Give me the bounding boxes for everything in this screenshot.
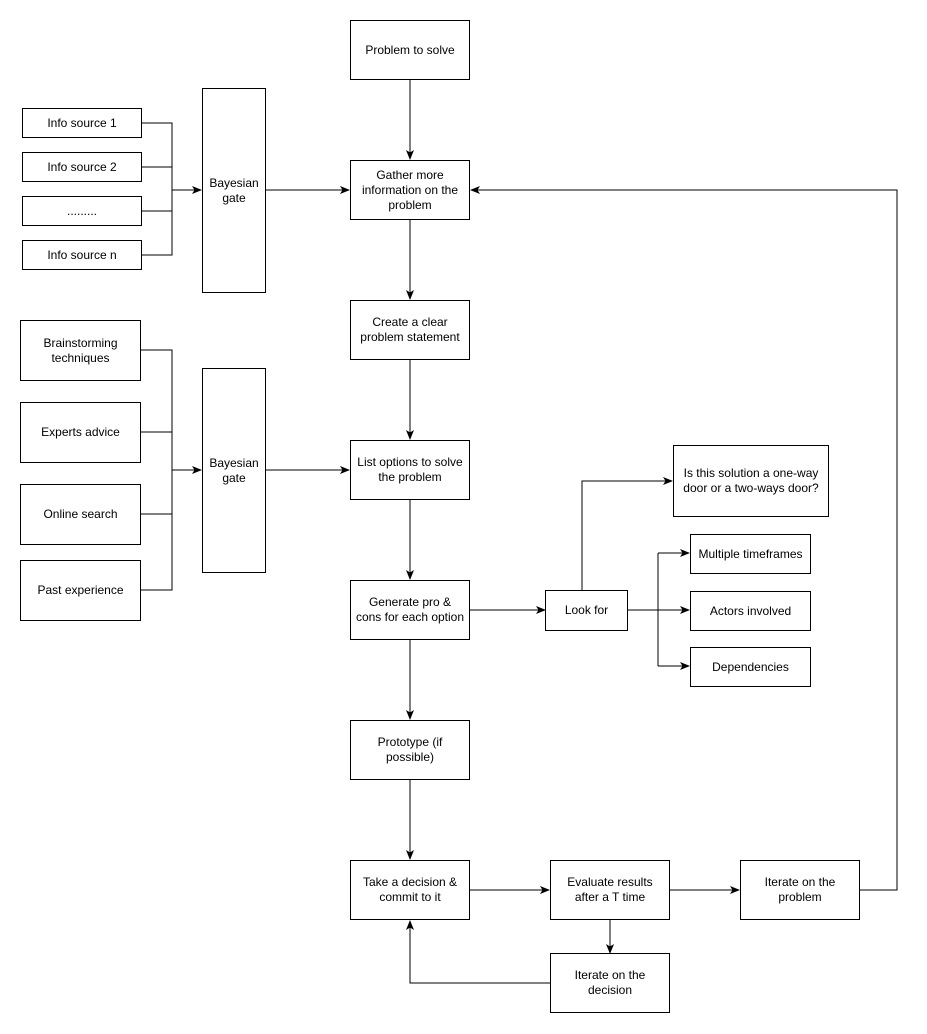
node-iterate-problem: Iterate on the problem <box>740 860 860 920</box>
node-info1-label: Info source 1 <box>47 115 117 130</box>
node-evaluate-label: Evaluate results after a T time <box>567 875 653 904</box>
edge-ideas-bracket <box>140 349 173 591</box>
node-bayesian-gate-2: Bayesian gate <box>202 368 266 573</box>
edge-lookfor-oneway <box>581 477 673 590</box>
node-online-search: Online search <box>20 484 141 545</box>
node-lookfor-label: Look for <box>564 603 609 617</box>
node-experts-advice: Experts advice <box>20 402 141 463</box>
node-brainstorming: Brainstorming techniques <box>20 320 141 381</box>
node-one-way-door: Is this solution a one-way door or a two… <box>673 445 829 517</box>
node-iterate-problem-label: Iterate on the problem <box>764 875 836 904</box>
node-iterate-decision: Iterate on the decision <box>550 953 670 1013</box>
node-prototype: Prototype (if possible) <box>350 720 470 780</box>
node-info-source-1: Info source 1 <box>22 108 142 138</box>
node-oneway-label: Is this solution a one-way door or a two… <box>683 466 819 495</box>
node-procons-label: Generate pro & cons for each option <box>355 595 465 624</box>
node-dependencies-label: Dependencies <box>712 659 789 674</box>
node-iterate-decision-label: Iterate on the decision <box>574 968 646 997</box>
node-info-source-dots: ......... <box>22 196 142 226</box>
node-list-options: List options to solve the problem <box>350 440 470 500</box>
node-options-label: List options to solve the problem <box>357 455 463 484</box>
node-statement-label: Create a clear problem statement <box>360 315 460 344</box>
edge-info-bracket <box>142 122 173 256</box>
node-timeframes-label: Multiple timeframes <box>698 546 803 561</box>
node-evaluate-results: Evaluate results after a T time <box>550 860 670 920</box>
node-take-decision: Take a decision & commit to it <box>350 860 470 920</box>
node-pro-cons: Generate pro & cons for each option <box>350 580 470 640</box>
node-online-label: Online search <box>43 507 118 521</box>
node-gate1-label: Bayesian gate <box>209 175 259 205</box>
node-actors-involved: Actors involved <box>690 591 811 631</box>
node-problem: Problem to solve <box>350 20 470 80</box>
node-problem-label: Problem to solve <box>365 42 455 57</box>
node-problem-statement: Create a clear problem statement <box>350 300 470 360</box>
node-brainstorm-label: Brainstorming techniques <box>43 335 118 365</box>
node-decision-label: Take a decision & commit to it <box>362 875 458 904</box>
node-info2-label: Info source 2 <box>47 159 117 174</box>
node-look-for: Look for <box>545 590 628 631</box>
node-dependencies: Dependencies <box>690 647 811 687</box>
edge-iterate-problem-back <box>470 186 898 891</box>
node-gather-information: Gather more information on the problem <box>350 160 470 220</box>
node-bayesian-gate-1: Bayesian gate <box>202 88 266 293</box>
node-past-experience: Past experience <box>20 560 141 621</box>
node-info-dots-label: ......... <box>66 203 97 218</box>
node-prototype-label: Prototype (if possible) <box>377 735 443 764</box>
node-past-label: Past experience <box>37 583 124 597</box>
node-info-source-n: Info source n <box>22 240 142 270</box>
edge-lookfor-bracket <box>627 553 659 666</box>
node-experts-label: Experts advice <box>41 425 120 439</box>
node-info-source-2: Info source 2 <box>22 152 142 182</box>
node-actors-label: Actors involved <box>709 603 792 618</box>
edge-iterate-decision-back <box>406 920 550 984</box>
node-gate2-label: Bayesian gate <box>209 455 259 485</box>
node-multiple-timeframes: Multiple timeframes <box>690 534 811 574</box>
node-infon-label: Info source n <box>47 247 117 262</box>
node-gather-label: Gather more information on the problem <box>361 167 459 212</box>
